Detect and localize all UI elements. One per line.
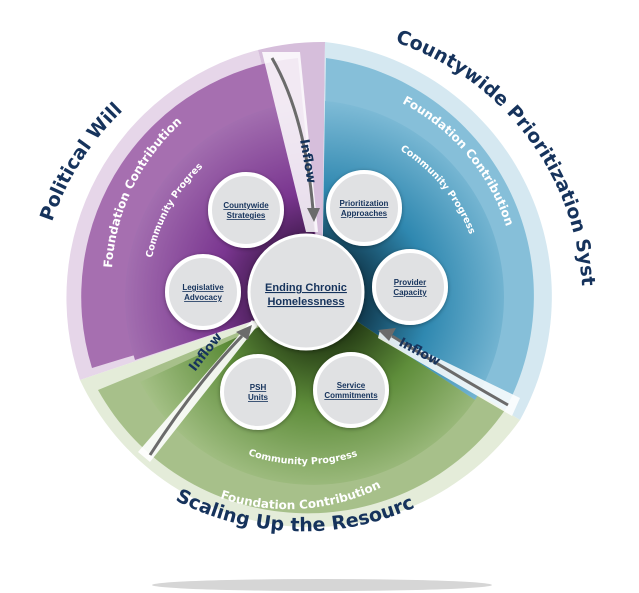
inflow-arrows (148, 57, 509, 456)
node-label-line2: Capacity (393, 288, 427, 297)
base-shadow (152, 579, 492, 591)
inflow-arrowhead-left (236, 325, 252, 340)
node-label-line2: Advocacy (184, 293, 222, 302)
inflow-arrow-left (148, 334, 244, 456)
center-node[interactable]: Ending Chronic Homelessness (247, 233, 365, 351)
center-circle (247, 233, 365, 351)
node-label-line1: Legislative (182, 283, 224, 292)
inflow-arrow-top (270, 57, 315, 211)
inflow-arrowhead-right (378, 328, 396, 341)
node-label-line2: Approaches (341, 209, 388, 218)
node-legislative-advocacy[interactable]: Legislative Advocacy (165, 254, 241, 330)
node-psh-units[interactable]: PSH Units (220, 354, 296, 430)
node-circle (220, 354, 296, 430)
inflow-arrowhead-top (307, 208, 320, 222)
node-circle (313, 352, 389, 428)
node-label-line1: PSH (250, 383, 267, 392)
node-circle (165, 254, 241, 330)
node-prioritization-approaches[interactable]: Prioritization Approaches (326, 170, 402, 246)
node-label-line1: Provider (394, 278, 426, 287)
gap-right (378, 330, 520, 416)
node-service-commitments[interactable]: Service Commitments (313, 352, 389, 428)
node-circle (208, 172, 284, 248)
node-label-line1: Service (337, 381, 366, 390)
node-label-line2: Units (248, 393, 269, 402)
node-circle (372, 249, 448, 325)
gap-top (262, 52, 318, 232)
center-label-line1: Ending Chronic (265, 282, 347, 294)
node-label-line2: Strategies (227, 211, 266, 220)
node-provider-capacity[interactable]: Provider Capacity (372, 249, 448, 325)
center-label-line2: Homelessness (267, 296, 344, 308)
node-circle (326, 170, 402, 246)
node-label-line2: Commitments (324, 391, 378, 400)
node-label-line1: Countywide (223, 201, 269, 210)
node-label-line1: Prioritization (340, 199, 389, 208)
node-countywide-strategies[interactable]: Countywide Strategies (208, 172, 284, 248)
inflow-arrow-right (391, 334, 509, 407)
